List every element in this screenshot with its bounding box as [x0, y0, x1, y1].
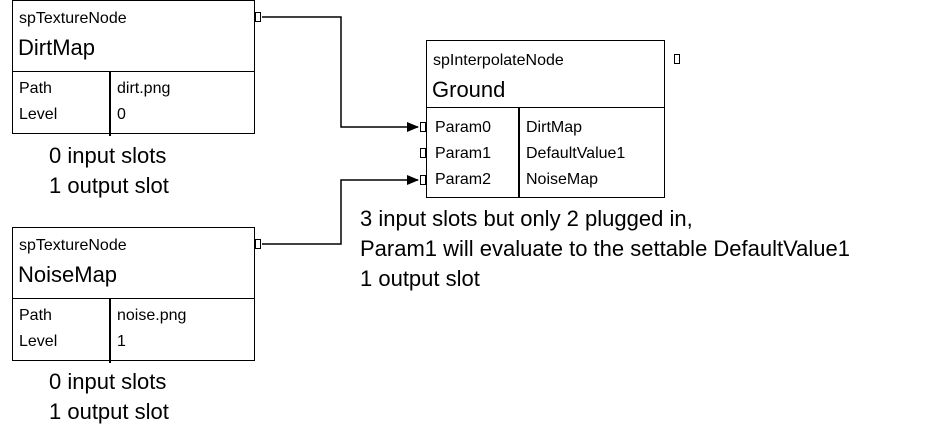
dirtmap-caption-line-2: 1 output slot	[49, 173, 169, 198]
node-noisemap-props: Path noise.png Level 1	[13, 299, 254, 363]
node-noisemap-header: spTextureNode NoiseMap	[13, 228, 254, 299]
node-ground-divider	[518, 108, 520, 198]
noisemap-caption-line-2: 1 output slot	[49, 399, 169, 424]
ground-caption-line-3: 1 output slot	[360, 266, 480, 291]
noisemap-output-slot[interactable]	[255, 239, 261, 249]
node-noisemap-type: spTextureNode	[19, 237, 127, 254]
node-noisemap[interactable]: spTextureNode NoiseMap Path noise.png Le…	[12, 227, 255, 363]
ground-caption-line-2: Param1 will evaluate to the settable Def…	[360, 236, 850, 261]
ground-param0-label: Param0	[435, 119, 492, 136]
ground-param0-input-slot[interactable]	[420, 122, 426, 132]
noisemap-level-value[interactable]: 1	[117, 333, 126, 350]
node-noisemap-divider	[109, 299, 111, 363]
noisemap-path-value[interactable]: noise.png	[117, 307, 187, 324]
ground-caption-line-1: 3 input slots but only 2 plugged in,	[360, 206, 693, 231]
dirtmap-level-value[interactable]: 0	[117, 106, 126, 123]
node-dirtmap-header: spTextureNode DirtMap	[13, 1, 254, 72]
noisemap-path-label: Path	[19, 307, 52, 324]
noisemap-caption-line-1: 0 input slots	[49, 369, 167, 394]
node-ground-type: spInterpolateNode	[433, 52, 564, 69]
node-dirtmap-type: spTextureNode	[19, 10, 127, 27]
dirtmap-path-value[interactable]: dirt.png	[117, 80, 171, 97]
noisemap-level-label: Level	[19, 333, 58, 350]
node-ground-params: Param0 DirtMap Param1 DefaultValue1 Para…	[427, 108, 664, 198]
noisemap-caption: 0 input slots 1 output slot	[49, 367, 169, 427]
ground-caption: 3 input slots but only 2 plugged in, Par…	[360, 204, 850, 294]
node-ground-name: Ground	[432, 77, 506, 102]
wire-noisemap-to-param2	[262, 175, 419, 245]
dirtmap-level-label: Level	[19, 106, 58, 123]
node-dirtmap-name: DirtMap	[18, 35, 96, 60]
node-ground-header: spInterpolateNode Ground	[427, 41, 664, 108]
ground-output-slot[interactable]	[674, 54, 680, 64]
ground-param0-value: DirtMap	[526, 119, 583, 136]
node-dirtmap[interactable]: spTextureNode DirtMap Path dirt.png Leve…	[12, 0, 255, 136]
wire-dirtmap-to-param0	[262, 16, 419, 132]
dirtmap-caption-line-1: 0 input slots	[49, 143, 167, 168]
ground-param2-value: NoiseMap	[526, 171, 599, 188]
ground-param1-value[interactable]: DefaultValue1	[526, 145, 626, 162]
dirtmap-path-label: Path	[19, 80, 52, 97]
node-dirtmap-divider	[109, 72, 111, 136]
node-noisemap-name: NoiseMap	[18, 262, 118, 287]
dirtmap-output-slot[interactable]	[255, 12, 261, 22]
ground-param2-label: Param2	[435, 171, 492, 188]
dirtmap-caption: 0 input slots 1 output slot	[49, 141, 169, 201]
ground-param2-input-slot[interactable]	[420, 175, 426, 185]
node-ground[interactable]: spInterpolateNode Ground Param0 DirtMap …	[426, 40, 665, 198]
ground-param1-input-slot[interactable]	[420, 148, 426, 158]
node-dirtmap-props: Path dirt.png Level 0	[13, 72, 254, 136]
ground-param1-label: Param1	[435, 145, 492, 162]
